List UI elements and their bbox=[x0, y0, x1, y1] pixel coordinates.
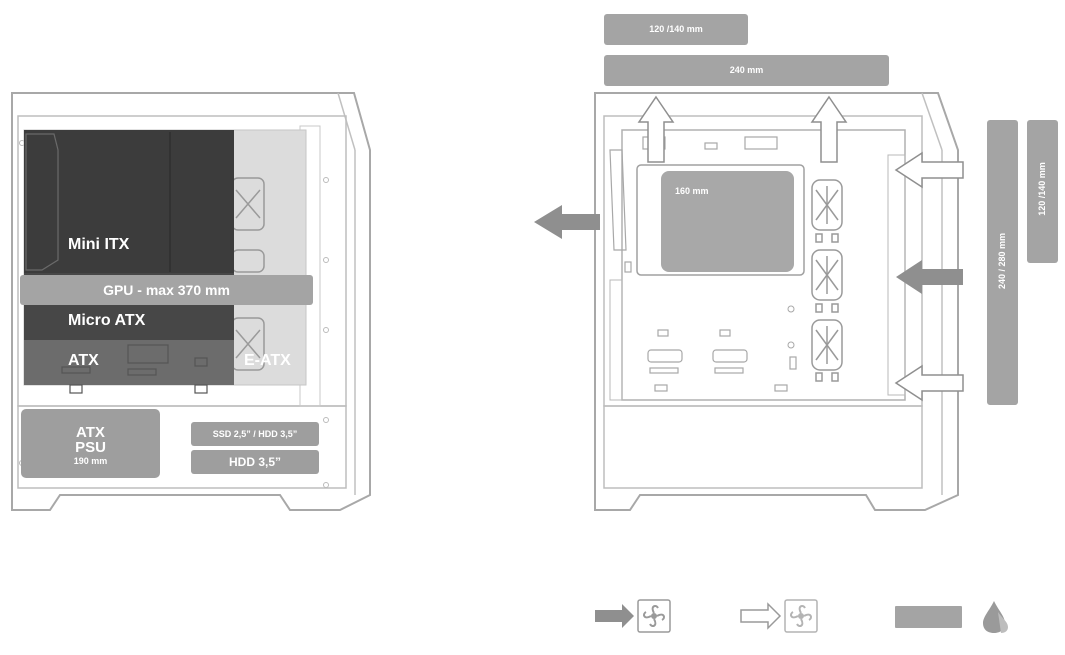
front-rad-large-bar bbox=[987, 120, 1018, 405]
top-fan-small-label: 120 /140 mm bbox=[649, 24, 703, 34]
radiator-icon bbox=[895, 606, 962, 628]
exhaust-fan-icon bbox=[740, 599, 818, 633]
top-fan-large-bar bbox=[604, 55, 889, 86]
ssd-hdd-label: SSD 2,5” / HDD 3,5” bbox=[212, 429, 298, 439]
mini-itx-board bbox=[24, 130, 234, 273]
cpu-cooler-label: 160 mm bbox=[675, 186, 709, 196]
mini-itx-label: Mini ITX bbox=[68, 236, 130, 253]
psu-label-line2: PSU bbox=[75, 439, 106, 456]
top-fan-large-label: 240 mm bbox=[729, 65, 764, 75]
psu-label: ATX PSU 190 mm bbox=[21, 425, 160, 468]
psu-label-line1: ATX bbox=[76, 424, 105, 441]
gpu-label: GPU - max 370 mm bbox=[103, 282, 230, 298]
top-exhaust-arrows bbox=[637, 95, 848, 163]
front-rad-small-label: 120 /140 mm bbox=[1037, 162, 1047, 216]
hdd-label: HDD 3,5” bbox=[228, 455, 281, 469]
psu-size-label: 190 mm bbox=[73, 456, 108, 466]
atx-label: ATX bbox=[68, 352, 99, 369]
water-drop-icon bbox=[983, 601, 1005, 633]
psu-box bbox=[21, 409, 160, 478]
top-fan-small-bar bbox=[604, 14, 748, 45]
micro-atx-label: Micro ATX bbox=[68, 312, 146, 329]
ssd-hdd-bay bbox=[191, 422, 319, 446]
intake-fan-icon bbox=[595, 599, 671, 633]
board-details bbox=[61, 344, 208, 394]
side-fan-mounts bbox=[231, 177, 265, 371]
hdd-bay bbox=[191, 450, 319, 474]
rear-exhaust-arrow bbox=[534, 205, 600, 239]
gpu-bar bbox=[20, 275, 313, 305]
front-intake-arrows bbox=[894, 151, 964, 402]
cpu-cooler-zone bbox=[661, 171, 794, 272]
front-rad-large-label: 240 / 280 mm bbox=[997, 232, 1007, 290]
front-rad-small-bar bbox=[1027, 120, 1058, 263]
e-atx-label: E-ATX bbox=[244, 352, 291, 369]
